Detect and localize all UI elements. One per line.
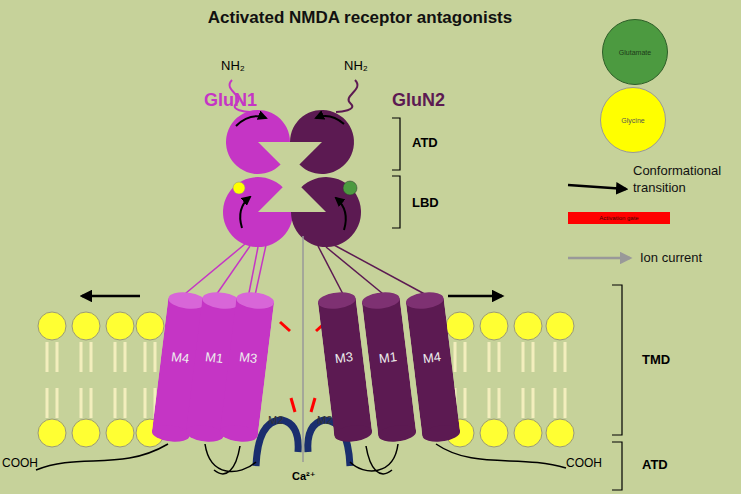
linker bbox=[334, 245, 432, 298]
helix-body bbox=[220, 298, 274, 436]
lbd-domain bbox=[291, 177, 361, 247]
diagram-title: Activated NMDA receptor antagonists bbox=[160, 8, 560, 28]
helix-cap bbox=[317, 290, 357, 311]
movement-arrow bbox=[82, 295, 140, 298]
helix-bottom bbox=[185, 423, 225, 444]
lipid-head bbox=[446, 312, 474, 340]
glutamate-ligand bbox=[343, 181, 357, 195]
conformational-arrow bbox=[240, 197, 250, 228]
legend-text: Glycine bbox=[621, 117, 644, 124]
ion-current-line bbox=[302, 236, 304, 462]
linker bbox=[180, 244, 245, 298]
diagram-label: COOH bbox=[566, 456, 602, 470]
helix-bottom bbox=[219, 423, 259, 444]
legend-swatch: Glutamate bbox=[602, 19, 668, 85]
legend-text: Ion current bbox=[640, 250, 740, 267]
legend-text: Conformational transition bbox=[633, 163, 739, 197]
conformational-arrow bbox=[336, 198, 346, 230]
lbd-domain bbox=[223, 177, 293, 247]
diagram-label: NH₂ bbox=[344, 58, 368, 73]
conformational-arrow bbox=[236, 116, 266, 126]
c-terminal-chain bbox=[214, 446, 240, 474]
activation-gate bbox=[280, 322, 290, 331]
lipid-head bbox=[136, 312, 164, 340]
c-terminal-chain bbox=[36, 444, 168, 470]
lipid-head bbox=[72, 312, 100, 340]
diagram-label: M2 bbox=[317, 414, 332, 426]
helix-bottom bbox=[333, 423, 373, 444]
linker bbox=[318, 246, 345, 298]
linker bbox=[326, 247, 388, 298]
legend-text: Glutamate bbox=[619, 49, 651, 56]
helix-cap bbox=[405, 290, 445, 311]
activation-gate bbox=[291, 398, 295, 412]
linker bbox=[254, 245, 266, 300]
diagram-label: NH₂ bbox=[221, 58, 245, 73]
diagram-label: COOH bbox=[2, 456, 38, 470]
helix-cap bbox=[235, 290, 275, 311]
lipid-head bbox=[106, 312, 134, 340]
domain-bracket bbox=[612, 442, 622, 490]
c-terminal-chain bbox=[205, 444, 256, 472]
legend-swatch: Glycine bbox=[600, 87, 666, 153]
domain-bracket bbox=[612, 285, 622, 435]
movement-arrow bbox=[448, 295, 502, 298]
diagram-label: TMD bbox=[642, 352, 670, 367]
lipid-head bbox=[514, 312, 542, 340]
helix-bottom bbox=[377, 423, 417, 444]
c-terminal-chain bbox=[350, 444, 398, 471]
n-terminal-chain bbox=[336, 80, 357, 112]
atd-domain bbox=[226, 110, 290, 174]
linker bbox=[214, 246, 250, 298]
lipid-head bbox=[480, 419, 508, 447]
diagram-label: GluN1 bbox=[204, 90, 257, 111]
helix-cap bbox=[361, 290, 401, 311]
lipid-head bbox=[514, 419, 542, 447]
helix-body bbox=[362, 298, 416, 436]
atd-domain bbox=[290, 110, 354, 174]
diagram-label: Ca²⁺ bbox=[292, 470, 316, 483]
legend-text: Activation gate bbox=[599, 215, 638, 221]
lipid-head bbox=[38, 419, 66, 447]
legend-arrow bbox=[568, 257, 630, 260]
diagram-label: LBD bbox=[412, 195, 439, 210]
helix-bottom bbox=[151, 423, 191, 444]
domain-bracket bbox=[392, 118, 400, 170]
domain-bracket bbox=[392, 176, 400, 228]
legend-swatch: Activation gate bbox=[568, 212, 670, 224]
lipid-head bbox=[546, 312, 574, 340]
helix-cap bbox=[201, 290, 241, 311]
helix-cap bbox=[167, 290, 207, 311]
lipid-tails bbox=[47, 342, 565, 418]
diagram-label: GluN2 bbox=[392, 90, 445, 111]
conformational-arrow bbox=[316, 116, 344, 124]
activation-gate bbox=[311, 398, 315, 412]
glycine-ligand bbox=[233, 182, 245, 194]
helix-body bbox=[318, 298, 372, 436]
lipid-head bbox=[72, 419, 100, 447]
lipid-head bbox=[480, 312, 508, 340]
diagram-label: ATD bbox=[412, 135, 438, 150]
lipid-head bbox=[546, 419, 574, 447]
pore-loop bbox=[256, 420, 298, 466]
legend-arrow bbox=[568, 185, 626, 189]
helix-bottom bbox=[421, 423, 461, 444]
diagram-label: ATD bbox=[642, 457, 668, 472]
helix-body bbox=[406, 298, 460, 436]
c-terminal-chain bbox=[366, 446, 392, 474]
diagram-label: M2 bbox=[268, 414, 283, 426]
lipid-head bbox=[106, 419, 134, 447]
c-terminal-chain bbox=[436, 444, 566, 468]
lipid-head bbox=[38, 312, 66, 340]
